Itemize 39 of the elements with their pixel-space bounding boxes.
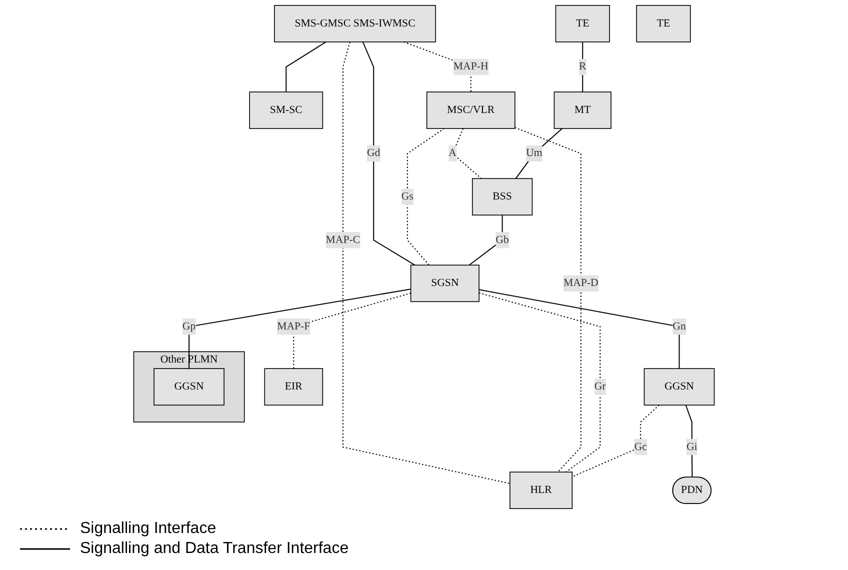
- connector: [478, 289, 680, 369]
- edge-label: Gb: [496, 234, 509, 246]
- edge-label: MAP-F: [277, 320, 310, 332]
- edge-label: Gp: [182, 320, 196, 332]
- node-box: HLR: [510, 472, 573, 509]
- node-box: SM-SC: [249, 92, 324, 129]
- edge-label: Gi: [686, 440, 698, 452]
- node-box: MT: [554, 92, 612, 129]
- connector: [406, 128, 444, 266]
- edge-label: Gs: [401, 190, 414, 202]
- legend-text: Signalling and Data Transfer Interface: [80, 540, 349, 558]
- node-box: BSS: [472, 178, 533, 216]
- edge-label: Gc: [634, 440, 647, 452]
- edge-label: Um: [526, 147, 542, 159]
- node-box: GGSN: [644, 368, 715, 406]
- edge-label: A: [448, 147, 456, 159]
- edge-label: Gd: [366, 147, 380, 159]
- edge-label: Gr: [594, 380, 606, 392]
- connector: [468, 215, 503, 266]
- node-box: SMS-GMSC SMS-IWMSC: [274, 5, 436, 42]
- node-box: TE: [555, 5, 610, 42]
- edge-label: MAP-D: [563, 277, 598, 289]
- node-box: EIR: [264, 368, 324, 406]
- edge-label: MAP-H: [453, 60, 488, 72]
- node-box: SGSN: [410, 264, 480, 302]
- edge-label: R: [579, 60, 586, 72]
- connector: [514, 127, 582, 472]
- connector: [515, 128, 563, 179]
- legend-text: Signalling Interface: [80, 520, 216, 538]
- connector: [685, 404, 693, 478]
- connector: [286, 42, 326, 92]
- edge-label: MAP-C: [326, 234, 360, 246]
- node-box: GGSN: [154, 368, 224, 406]
- connector: [362, 42, 416, 266]
- node-box: MSC/VLR: [426, 92, 516, 129]
- node-box: TE: [636, 5, 691, 42]
- connector: [582, 42, 584, 92]
- edge-label: Gn: [672, 320, 686, 332]
- connector: [572, 404, 660, 478]
